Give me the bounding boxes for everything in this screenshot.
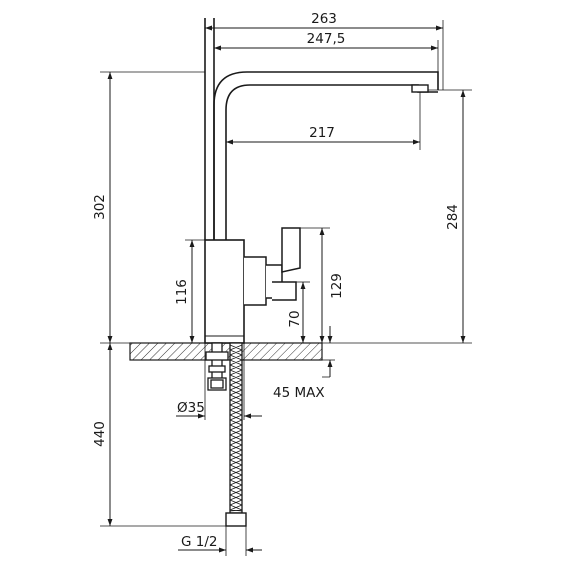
dimension-total-height: 302 <box>92 71 205 344</box>
dimension-hose-length: 440 <box>92 343 226 527</box>
label-hose-length: 440 <box>92 421 108 447</box>
dimension-spout-axis: 217 <box>226 92 421 150</box>
tap-body <box>204 239 245 344</box>
label-lever-base-height: 70 <box>287 310 303 327</box>
spout <box>204 18 439 240</box>
label-spout-axis: 217 <box>309 125 335 141</box>
dimension-body-height: 116 <box>174 239 205 343</box>
label-outlet-height: 284 <box>445 204 461 230</box>
label-base-diameter: Ø35 <box>177 400 205 416</box>
dimension-thread: G 1/2 <box>178 526 262 556</box>
dimension-overall-reach: 263 <box>205 11 444 90</box>
dimension-base-diameter: Ø35 <box>176 343 262 420</box>
label-lever-height: 129 <box>329 273 345 299</box>
dimension-lever-height: 129 <box>300 227 345 343</box>
fixing-assembly <box>205 342 229 391</box>
aerator-outlet <box>411 84 429 93</box>
lever-handle <box>244 227 301 306</box>
label-total-height: 302 <box>92 194 108 220</box>
dimension-max-deck-thickness: 45 MAX <box>273 326 335 401</box>
dimension-spout-reach: 247,5 <box>214 31 439 72</box>
label-overall-reach: 263 <box>311 11 337 27</box>
label-max-deck-thickness: 45 MAX <box>273 385 325 401</box>
dimension-outlet-height: 284 <box>322 89 472 344</box>
label-body-height: 116 <box>174 279 190 305</box>
label-thread: G 1/2 <box>181 534 217 550</box>
dimension-lever-base-height: 70 <box>287 281 310 343</box>
label-spout-reach: 247,5 <box>307 31 346 47</box>
flexible-hose <box>225 342 247 527</box>
